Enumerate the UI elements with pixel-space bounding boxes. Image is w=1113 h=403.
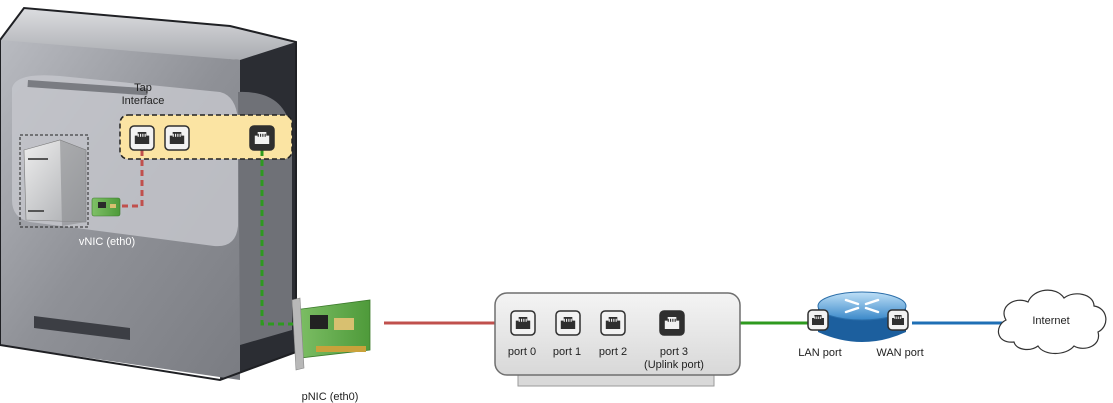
vm-icon	[19, 134, 89, 228]
pnic-card-icon	[291, 297, 371, 371]
wan-port-label: WAN port	[876, 347, 924, 359]
uplink-port-label: (Uplink port)	[644, 359, 704, 371]
vnic-card-icon	[91, 197, 121, 217]
port-2-label: port 2	[598, 346, 628, 358]
port-3-label: port 3 (Uplink port)	[644, 346, 704, 372]
router-wan-port-icon	[887, 309, 909, 331]
switch-icon	[494, 292, 741, 387]
tap-label-line2: Interface	[121, 95, 165, 107]
tap-interface-label: Tap Interface	[122, 82, 165, 108]
internet-label: Internet	[1032, 315, 1070, 327]
vnic-label: vNIC (eth0)	[78, 236, 136, 248]
tap-port-1-icon	[164, 125, 190, 151]
tap-uplink-port-icon	[249, 125, 275, 151]
switch-port-0-icon	[510, 310, 536, 336]
switch-port-3-icon	[659, 310, 685, 336]
router-lan-port-icon	[807, 309, 829, 331]
ethernet-ports	[129, 125, 909, 336]
router-icon	[817, 291, 907, 342]
uplink-link	[260, 150, 294, 326]
cloud-icon	[997, 289, 1107, 355]
port-0-label: port 0	[507, 346, 537, 358]
tap-label-line1: Tap	[134, 82, 152, 94]
tap-port-0-icon	[129, 125, 155, 151]
lan-port-label: LAN port	[798, 347, 842, 359]
switch-port-1-icon	[555, 310, 581, 336]
port-1-label: port 1	[552, 346, 582, 358]
vnic-link	[120, 150, 144, 208]
port-3-name: port 3	[659, 346, 689, 358]
pnic-label: pNIC (eth0)	[301, 391, 359, 403]
switch-port-2-icon	[600, 310, 626, 336]
tap-interface-bar	[119, 114, 293, 160]
